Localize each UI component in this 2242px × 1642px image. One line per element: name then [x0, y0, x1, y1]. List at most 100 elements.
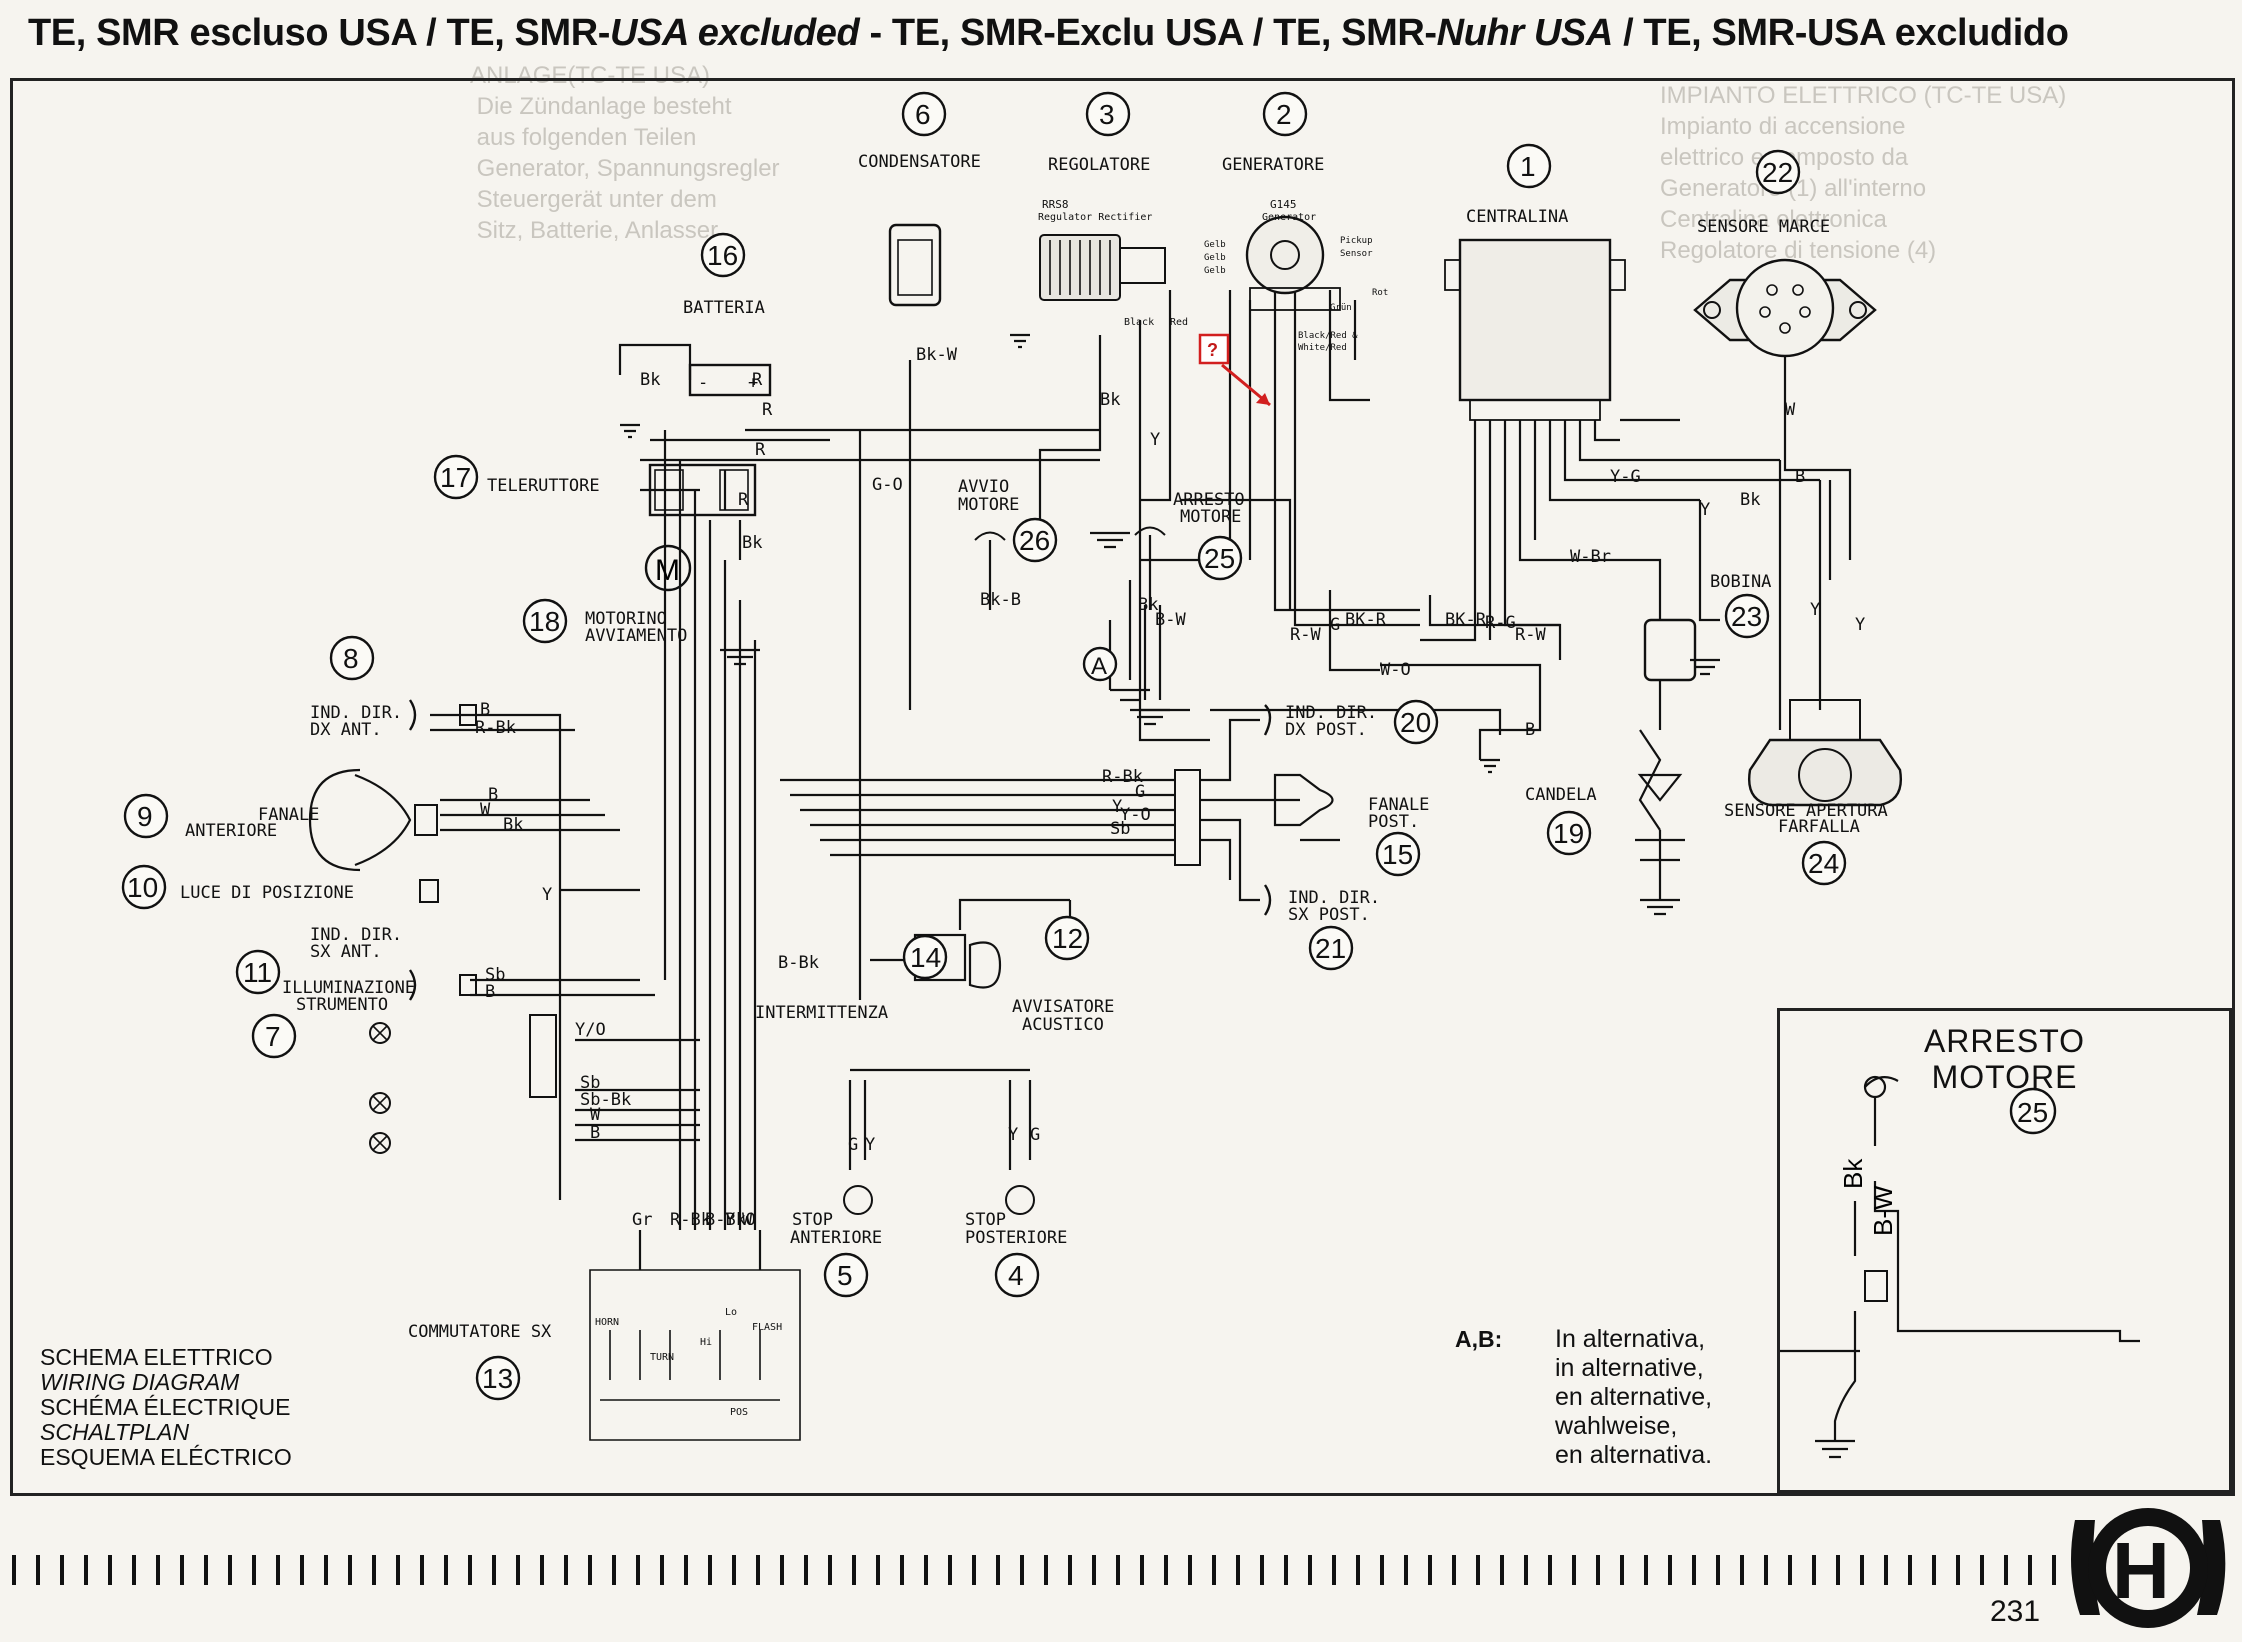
label-stop-ant-1: STOP [792, 1210, 833, 1230]
rear-stop-switch-symbol [1005, 1185, 1035, 1215]
label-intermittenza: INTERMITTENZA [755, 1003, 888, 1023]
component-number-24: 24 [1801, 840, 1847, 886]
wire-code: G-O [872, 475, 903, 495]
label-acustico: ACUSTICO [1022, 1015, 1104, 1035]
component-number-9: 9 [123, 793, 169, 839]
svg-text:11: 11 [243, 957, 272, 988]
alternative-line: in alternative, [1555, 1354, 1704, 1382]
svg-text:15: 15 [1382, 839, 1413, 870]
label-ind-dir-dx-post-2: DX POST. [1285, 720, 1367, 740]
wire-code: Bk [1100, 390, 1120, 410]
gen-pin-3: Gelb [1204, 266, 1226, 276]
wire-code: BK-R [1445, 610, 1487, 630]
label-centralina: CENTRALINA [1466, 207, 1568, 227]
generator-symbol [1245, 215, 1341, 311]
legend-en: WIRING DIAGRAM [40, 1369, 240, 1395]
label-avviamento: AVVIAMENTO [585, 626, 687, 646]
svg-text:4: 4 [1008, 1260, 1024, 1291]
wire-code: B-Bk [778, 953, 819, 973]
question-marker-box [1198, 333, 1230, 365]
throttle-sensor-symbol [1748, 699, 1902, 807]
alternative-key: A,B: [1455, 1326, 1503, 1352]
wire-code: R-Bk [1102, 767, 1143, 787]
label-ind-dir-dx-ant-1: IND. DIR. [310, 703, 402, 723]
label-fanale-post-1: FANALE [1368, 795, 1429, 815]
wire-code: Y [542, 885, 552, 905]
gear-sensor-symbol [1693, 258, 1877, 358]
wire-code: R-Bk [475, 718, 516, 738]
component-number-16: 16 [700, 232, 746, 278]
component-number-21: 21 [1308, 925, 1354, 971]
gen-pin-pickup: Pickup [1340, 236, 1373, 246]
svg-text:7: 7 [265, 1021, 281, 1052]
wire-code: R [762, 400, 773, 420]
front-stop-switch-symbol [843, 1185, 873, 1215]
svg-text:-: - [698, 373, 708, 393]
regulator-symbol [1039, 234, 1166, 301]
svg-text:17: 17 [440, 462, 471, 493]
wire-code: Bk [503, 815, 523, 835]
svg-text:24: 24 [1808, 848, 1839, 879]
switch-label-pos: POS [730, 1407, 748, 1418]
component-number-13: 13 [475, 1355, 521, 1401]
wire-code: Sb [485, 965, 505, 985]
label-ind-dir-sx-post-2: SX POST. [1288, 905, 1370, 925]
wire-code: Y [1112, 797, 1122, 817]
wire-code: W [1785, 400, 1796, 420]
component-number-7: 7 [251, 1013, 297, 1059]
svg-text:5: 5 [837, 1260, 853, 1291]
label-sensore-marce: SENSORE MARCE [1697, 217, 1830, 237]
wire-code: W-Br [1570, 547, 1611, 567]
rear-connector [1174, 769, 1201, 866]
component-labels: CONDENSATORE REGOLATORE GENERATORE CENTR… [180, 152, 1888, 1342]
wire-code: Y [1810, 600, 1820, 620]
ground-symbols [620, 333, 1920, 1446]
label-stop-post-1: STOP [965, 1210, 1006, 1230]
gen-pin-2: Gelb [1204, 253, 1226, 263]
start-button-symbol [974, 531, 1006, 610]
svg-text:2: 2 [1276, 99, 1292, 130]
generator-model: G145 [1270, 198, 1297, 211]
marker-a: A [1082, 646, 1118, 682]
wire-code: W [590, 1105, 601, 1125]
position-light-symbol [419, 879, 439, 903]
wire-code: G [1030, 1125, 1040, 1145]
label-fanale-post-2: POST. [1368, 812, 1419, 832]
gen-pin-gruen: Grün [1330, 303, 1352, 313]
wire-code: Y-G [1610, 467, 1641, 487]
generator-sub: Generator [1262, 212, 1316, 223]
diagram-legend: SCHEMA ELETTRICO WIRING DIAGRAM SCHÉMA É… [40, 1345, 292, 1470]
inset-wire-bw: B-W [1868, 1185, 1898, 1236]
wire-code: Bk-W [916, 345, 958, 365]
wire-code: B-W [1155, 610, 1186, 630]
wire-code: Y/O [575, 1020, 606, 1040]
label-ind-dir-dx-post-1: IND. DIR. [1285, 703, 1377, 723]
component-number-14: 14 [902, 934, 948, 980]
label-batteria: BATTERIA [683, 298, 765, 318]
alternative-line: en alternative, [1555, 1383, 1713, 1411]
alternative-line: en alternativa. [1555, 1441, 1713, 1469]
wire-code: Bk-B [980, 590, 1021, 610]
wire-code: Sb-Bk [580, 1090, 631, 1110]
wire-code: Y [1700, 500, 1710, 520]
component-number-5: 5 [823, 1252, 869, 1298]
label-generatore: GENERATORE [1222, 155, 1324, 175]
label-commutatore: COMMUTATORE SX [408, 1322, 552, 1342]
wire-code: G [848, 1135, 858, 1155]
svg-text:16: 16 [707, 240, 738, 271]
component-number-17: 17 [433, 454, 479, 500]
wire-network [430, 290, 1852, 1441]
legend-fr: SCHÉMA ÉLECTRIQUE [40, 1394, 291, 1420]
wire-code: R-W [1290, 625, 1321, 645]
tail-light-symbol [1273, 773, 1340, 842]
regulator-model: RRS8 [1042, 198, 1069, 211]
page-number: 231 [1990, 1595, 2041, 1628]
wire-code: Y [1855, 615, 1865, 635]
gen-pin-bkred: Black/Red & [1298, 331, 1358, 341]
starter-motor-symbol [644, 544, 692, 592]
reg-pin-red: Red [1170, 317, 1188, 328]
cdi-unit-symbol [1444, 238, 1626, 421]
label-illuminazione: ILLUMINAZIONE [282, 978, 415, 998]
wire-code: W [480, 800, 491, 820]
label-stop-ant-2: ANTERIORE [790, 1228, 882, 1248]
